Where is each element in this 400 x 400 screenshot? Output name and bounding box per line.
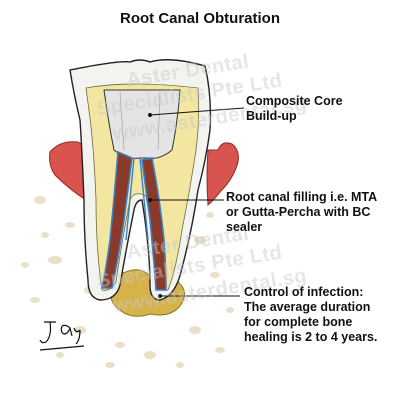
gum-right xyxy=(206,142,239,207)
label-line: for complete bone xyxy=(244,315,353,329)
label-line: or Gutta-Percha with BC xyxy=(226,205,371,219)
signature xyxy=(39,321,85,351)
label-root-canal-filling: Root canal filling i.e. MTA or Gutta-Per… xyxy=(226,190,377,235)
leader-core xyxy=(149,107,245,116)
label-line: The average duration xyxy=(244,300,371,314)
root-canal-right xyxy=(141,157,167,291)
label-line: Control of infection: xyxy=(244,285,364,299)
label-line: Build-up xyxy=(246,109,297,123)
diagram-title: Root Canal Obturation xyxy=(120,10,280,27)
label-control-of-infection: Control of infection: The average durati… xyxy=(244,285,377,345)
root-canal-left xyxy=(101,150,133,289)
label-line: sealer xyxy=(226,220,263,234)
label-line: healing is 2 to 4 years. xyxy=(244,330,378,344)
label-composite-core: Composite Core Build-up xyxy=(246,94,343,124)
canal-filling-center xyxy=(125,157,149,241)
label-line: Root canal filling i.e. MTA xyxy=(226,190,378,204)
label-line: Composite Core xyxy=(246,94,343,108)
